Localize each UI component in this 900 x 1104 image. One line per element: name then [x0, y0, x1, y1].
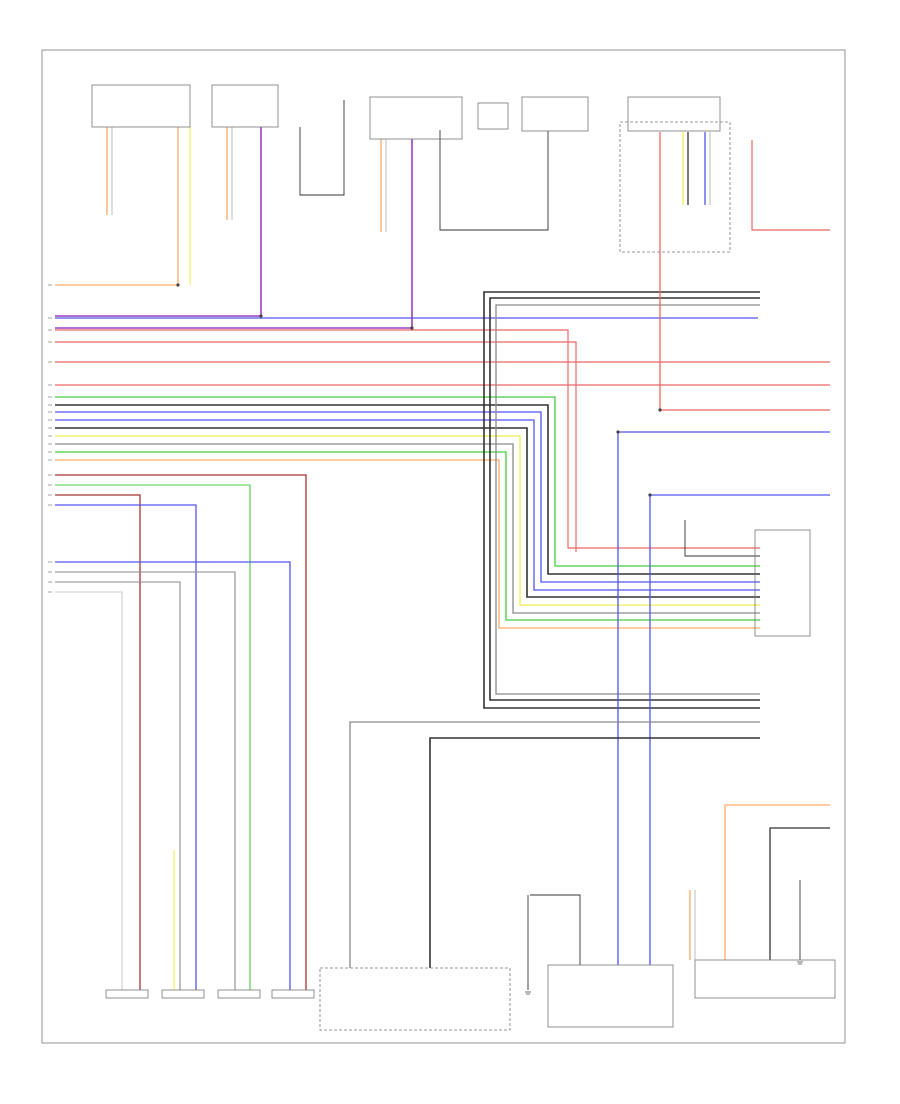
steering-lead-2	[429, 737, 760, 968]
bundle-black-1	[483, 291, 760, 709]
steering-switch-box	[319, 967, 511, 1031]
right-connector-jumper	[684, 520, 760, 557]
bus-blue-3	[55, 419, 760, 591]
bottom-right-orange-lead	[724, 804, 830, 960]
bus-black-1	[55, 404, 760, 575]
bundle-gray-1	[495, 304, 760, 695]
left-module-1-orange-lead	[55, 127, 179, 286]
left-module-2-box	[211, 84, 279, 128]
left-module-2-purple-lead	[55, 127, 262, 317]
ecu-loop-lead	[439, 130, 549, 231]
speaker-lead-brown-2	[55, 494, 141, 990]
switch-ground-lead	[530, 894, 581, 965]
speaker-box-4	[271, 989, 315, 999]
left-module-1-box	[91, 84, 191, 128]
splice-dot	[259, 314, 263, 318]
splice-dot	[616, 430, 620, 434]
bottom-right-module-box	[694, 959, 836, 999]
speaker-lead-green-1	[55, 484, 251, 990]
sensor-lead	[299, 100, 345, 196]
right-top-red-lead	[751, 140, 830, 231]
misc-group	[48, 283, 803, 995]
speaker-lead-brown-1	[55, 474, 307, 990]
fuse-box-small	[477, 102, 509, 130]
bundle-black-2	[489, 297, 760, 701]
bus-gray-1	[55, 443, 760, 614]
speaker-box-1	[105, 989, 149, 999]
center-module-box	[369, 96, 463, 140]
bus-green-1	[55, 396, 760, 567]
bottom-right-black-lead	[769, 827, 830, 960]
bus-red-2	[55, 341, 577, 552]
speaker-lead-gray-2	[55, 581, 181, 990]
bus-black-2	[55, 427, 760, 598]
bottom-switch-module-box	[547, 964, 674, 1028]
bus-blue-2	[55, 411, 760, 583]
diagram-frame	[41, 49, 846, 1044]
bus-orange-1	[55, 459, 760, 629]
speaker-box-2	[161, 989, 205, 999]
splice-dot	[648, 493, 652, 497]
right-module-red-lead	[659, 132, 830, 411]
speaker-lead-blue-2	[55, 561, 291, 990]
center-module-purple-lead	[55, 139, 413, 329]
speaker-box-3	[217, 989, 261, 999]
ecu-module-box	[521, 96, 589, 132]
bus-red-1	[55, 329, 760, 549]
bus-yellow-1	[55, 435, 760, 606]
right-module-dashed-area	[619, 121, 731, 253]
component-group	[91, 84, 836, 1031]
splice-dot	[658, 408, 662, 412]
right-main-connector-box	[754, 529, 811, 637]
wire-group	[55, 100, 830, 990]
steering-lead-1	[349, 721, 760, 968]
splice-dot	[410, 326, 414, 330]
speaker-lead-white-1	[55, 591, 123, 990]
splice-dot	[176, 283, 180, 287]
speaker-lead-blue-1	[55, 504, 197, 990]
speaker-lead-gray-1	[55, 571, 236, 990]
right-module-box	[627, 96, 721, 132]
bus-green-2	[55, 451, 760, 621]
